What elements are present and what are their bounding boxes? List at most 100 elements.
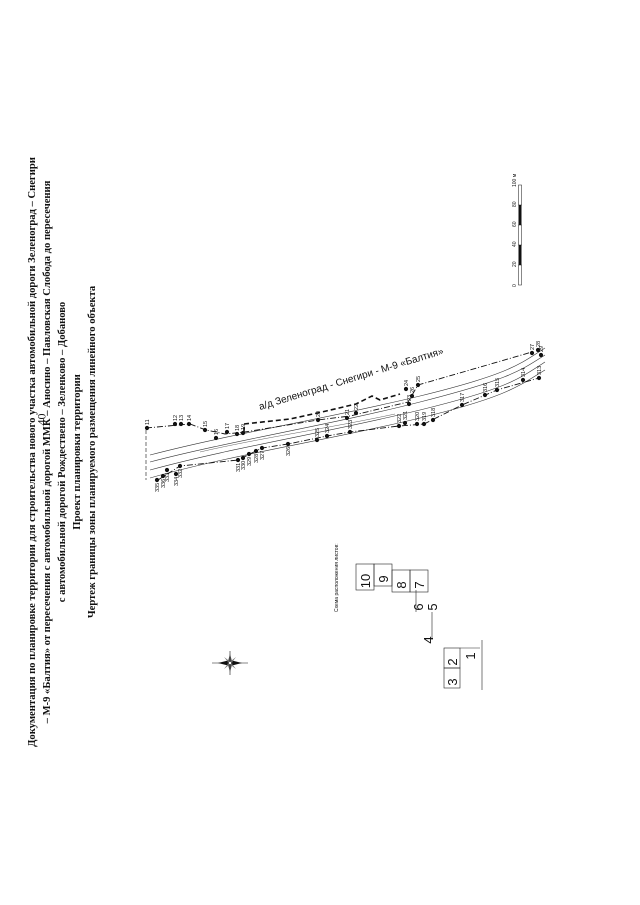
- boundary-point-15: [202, 427, 208, 433]
- boundary-point-label: 15: [203, 421, 209, 427]
- title-line: Документация по планировке территории дл…: [27, 157, 38, 747]
- boundary-point-25: [415, 382, 421, 388]
- boundary-point-18: [234, 431, 240, 437]
- sheet-number-10: 10: [358, 574, 373, 588]
- boundary-point-322: [396, 423, 402, 429]
- road-edge-line: [149, 354, 546, 463]
- boundary-point-323: [347, 429, 353, 435]
- boundary-point-14: [186, 421, 192, 427]
- scheme-label: Схема расположения листов:: [334, 543, 340, 612]
- scale-tick-label: 20: [512, 261, 518, 267]
- boundary-point-13: [178, 421, 184, 427]
- boundary-point-label: 22: [354, 404, 360, 410]
- boundary-point-21: [344, 415, 350, 421]
- boundary-point-330: [240, 455, 246, 461]
- boundary-point-329: [246, 451, 252, 457]
- sheet-cell-3: [443, 667, 461, 689]
- boundary-point-333: [164, 467, 170, 473]
- boundary-point-334: [173, 471, 179, 477]
- boundary-point-label: 321: [403, 411, 409, 420]
- boundary-point-319: [421, 421, 427, 427]
- boundary-point-336: [160, 473, 166, 479]
- boundary-point-327: [259, 445, 265, 451]
- boundary-point-331: [235, 457, 241, 463]
- boundary-point-label: 28: [536, 341, 542, 347]
- sheet-number-4: 4: [421, 636, 436, 643]
- boundary-point-label: 328: [254, 454, 260, 463]
- zone-boundary: [145, 351, 540, 481]
- boundary-point-320: [414, 421, 420, 427]
- boundary-point-318: [430, 417, 436, 423]
- scale-tick-label: 60: [512, 221, 518, 227]
- boundary-point-label: 315: [495, 378, 501, 387]
- boundary-point-332: [177, 463, 183, 469]
- boundary-point-label: 325: [315, 428, 321, 437]
- boundary-point-label: 17: [225, 423, 231, 429]
- scale-segment: [518, 205, 522, 225]
- scale-segment: [518, 264, 522, 286]
- boundary-point-11: [144, 425, 150, 431]
- boundary-point-335: [154, 477, 160, 483]
- boundary-point-27: [529, 350, 535, 356]
- boundary-point-26: [409, 393, 415, 399]
- road-edge-line: [199, 413, 396, 453]
- scale-segment: [518, 224, 522, 246]
- boundary-point-12: [172, 421, 178, 427]
- boundary-north: [145, 351, 533, 435]
- boundary-point-17: [224, 429, 230, 435]
- compass-rose-icon: [212, 651, 248, 675]
- boundary-point-16: [213, 435, 219, 441]
- boundary-point-325: [314, 437, 320, 443]
- boundary-point-23: [406, 401, 412, 407]
- document-title: Документация по планировке территории дл…: [25, 72, 175, 832]
- sheet-cell-10: [355, 563, 375, 591]
- boundary-point-label: 330: [241, 461, 247, 470]
- boundary-point-label: 326: [286, 447, 292, 456]
- boundary-point-label: 24: [404, 380, 410, 386]
- boundary-point-label: 316: [483, 383, 489, 392]
- sheet-number-6: 6: [411, 603, 426, 610]
- boundary-point-314: [520, 377, 526, 383]
- boundary-point-label: 12: [173, 415, 179, 421]
- boundary-point-label: 29: [539, 346, 545, 352]
- boundary-point-label: 334: [174, 477, 180, 486]
- sheet-number-5: 5: [425, 603, 440, 610]
- scale-tick-label: 40: [512, 241, 518, 247]
- boundary-point-label: 323: [348, 420, 354, 429]
- scale-tick-label: 80: [512, 201, 518, 207]
- boundary-point-22: [353, 410, 359, 416]
- scale-segment: [518, 245, 522, 265]
- road-edge-line: [149, 347, 546, 456]
- scale-segment: [518, 184, 522, 206]
- sheet-number-8: 8: [394, 581, 409, 588]
- boundary-point-28: [535, 347, 541, 353]
- boundary-point-label: 23: [407, 395, 413, 401]
- boundary-point-label: 16: [214, 429, 220, 435]
- boundary-point-label: 18: [235, 425, 241, 431]
- boundary-point-313: [536, 375, 542, 381]
- boundary-point-label: 27: [530, 344, 536, 350]
- boundary-point-label: 319: [422, 412, 428, 421]
- boundary-point-label: 314: [521, 368, 527, 377]
- boundary-point-328: [253, 448, 259, 454]
- scale-tick-label: 100 м: [512, 173, 518, 187]
- boundary-point-label: 320: [415, 412, 421, 421]
- boundary-point-24: [403, 386, 409, 392]
- boundary-point-label: 26: [410, 387, 416, 393]
- boundary-point-316: [482, 392, 488, 398]
- existing-road-dashed: [243, 393, 401, 432]
- boundary-point-label: 324: [325, 424, 331, 433]
- title-line: Чертеж границы зоны планируемого размеще…: [87, 285, 98, 619]
- sheet-number-3: 3: [445, 678, 460, 685]
- title-line: Проект планировки территории: [72, 374, 83, 530]
- boundary-point-326: [285, 441, 291, 447]
- boundary-point-324: [324, 433, 330, 439]
- boundary-point-20: [315, 417, 321, 423]
- boundary-point-label: 332: [178, 469, 184, 478]
- boundary-point-label: 335: [155, 483, 161, 492]
- sheet-number-7: 7: [412, 581, 427, 588]
